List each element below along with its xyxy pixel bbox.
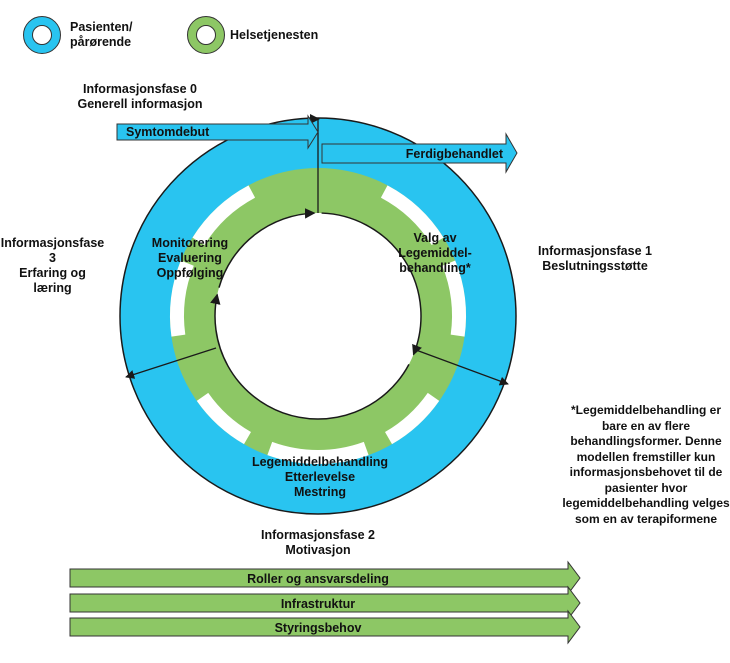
- phase2-label: Informasjonsfase 2 Motivasjon: [261, 528, 375, 557]
- legend-patient-label: Pasienten/ pårørende: [70, 20, 133, 49]
- phase0-label: Informasjonsfase 0 Generell informasjon: [77, 82, 203, 111]
- bottom-bar-arrow: [69, 585, 581, 621]
- divider-phase1: [415, 349, 509, 386]
- bottom-bar-label: Roller og ansvarsdeling: [247, 572, 389, 586]
- inner-cycle-arc: [321, 212, 422, 356]
- green-ring-icon: [187, 16, 225, 54]
- legend-health-label: Helsetjenesten: [230, 28, 319, 42]
- ring-label-treatment-choice: Valg av Legemiddel- behandling*: [398, 231, 472, 275]
- ring-gap-segment: [170, 260, 194, 337]
- start-arrow-label: Symtomdebut: [126, 125, 210, 139]
- ring-gaps: [170, 185, 467, 464]
- inner-cycle-arrows: [210, 208, 422, 420]
- ring-label-treatment: Legemiddelbehandling Etterlevelse Mestri…: [251, 455, 389, 499]
- ring-gap-segment: [267, 441, 369, 464]
- end-arrow-shape: [321, 132, 518, 174]
- blue-ring-outline-inner: [32, 25, 52, 45]
- green-ring-outline-inner: [196, 25, 216, 45]
- end-arrow-label: Ferdigbehandlet: [406, 147, 504, 161]
- ring-gap-segment: [196, 392, 251, 445]
- inner-cycle-arc: [210, 293, 410, 420]
- start-arrow-shape: [116, 114, 319, 150]
- ring-label-monitoring: Monitorering Evaluering Oppfølging: [151, 236, 229, 280]
- bottom-bars: Roller og ansvarsdelingInfrastrukturStyr…: [69, 560, 581, 645]
- bottom-bar-arrow: [69, 609, 581, 645]
- outer-top-arrowhead: [310, 114, 320, 124]
- divider-phase3: [125, 347, 217, 379]
- bottom-bar-arrow: [69, 560, 581, 596]
- blue-ring-icon: [23, 16, 61, 54]
- ring-gap-segment: [442, 260, 467, 337]
- ring-gap-segment: [380, 185, 444, 245]
- phase3-label: Informasjonsfase 3 Erfaring og læring: [0, 236, 105, 295]
- phase1-label: Informasjonsfase 1 Beslutningsstøtte: [538, 244, 652, 273]
- green-ring-outline-outer: [187, 16, 225, 54]
- ring-gap-segment: [192, 185, 256, 245]
- bottom-bar-label: Infrastruktur: [281, 597, 355, 611]
- bottom-bar-label: Styringsbehov: [275, 621, 362, 635]
- inner-cycle-arc: [218, 208, 316, 288]
- ring-gap-segment: [385, 392, 440, 445]
- footnote: *Legemiddelbehandling er bare en av fler…: [562, 403, 730, 526]
- inner-circle: [215, 213, 421, 419]
- blue-ring-outline-outer: [23, 16, 61, 54]
